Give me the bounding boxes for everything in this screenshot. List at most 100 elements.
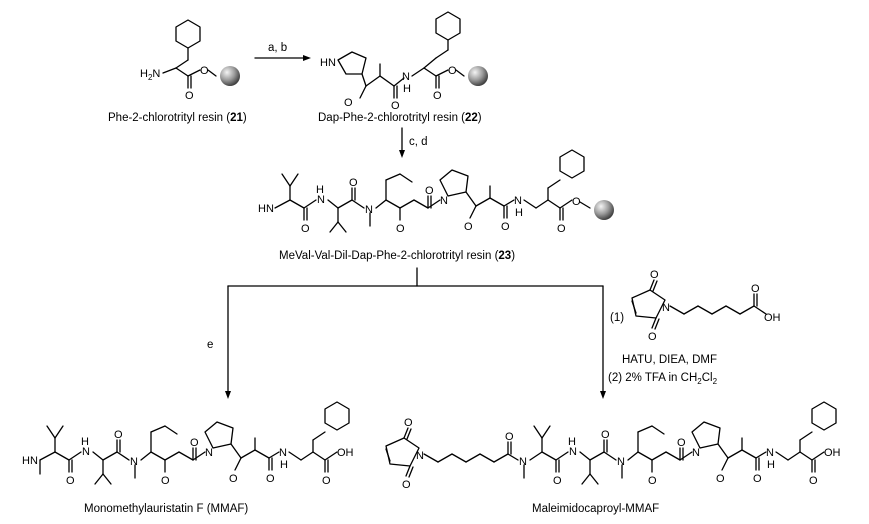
carbonyl-oxygen: O — [404, 417, 413, 429]
amide-oxygen: O — [301, 223, 310, 235]
methoxy-oxygen: O — [161, 475, 170, 487]
hn-label: HN — [320, 57, 336, 69]
amide-nitrogen: N — [402, 71, 410, 83]
amide-hydrogen: H — [81, 436, 89, 448]
amide-nitrogen: N — [317, 194, 325, 206]
resin-bead — [220, 66, 240, 86]
arrow-step-maleimide — [600, 285, 606, 399]
ester-oxygen: O — [448, 65, 457, 77]
arrow-step-ab — [254, 55, 311, 61]
amide-oxygen: O — [753, 473, 762, 485]
ester-oxygen: O — [200, 65, 209, 77]
compound-23-label: MeVal-Val-Dil-Dap-Phe-2-chlorotrityl res… — [279, 250, 515, 262]
methyl-nitrogen: N — [519, 456, 527, 468]
mc-mmaf-structure: O N O O N O N H O N O O N O O N H O OH — [385, 401, 841, 491]
pyrrolidine-ring — [337, 51, 367, 75]
carbonyl-oxygen: O — [402, 479, 411, 491]
ester-oxygen: O — [572, 196, 581, 208]
pyrrolidine-ring — [439, 169, 469, 197]
step-cd-label: c, d — [409, 136, 428, 148]
mmaf-structure: HN N H O O N O O N O O N H O OH — [22, 401, 354, 487]
acid-oxygen: O — [751, 283, 760, 295]
step-ab-label: a, b — [268, 42, 287, 54]
acid-hydroxyl: OH — [764, 312, 781, 324]
proline-nitrogen: N — [440, 195, 448, 207]
methoxy-oxygen: O — [344, 97, 353, 109]
acid-hydroxyl: OH — [337, 447, 354, 459]
carbonyl-oxygen: O — [650, 269, 659, 281]
amide-nitrogen: N — [766, 447, 774, 459]
amide-oxygen: O — [349, 177, 358, 189]
amide-oxygen: O — [677, 437, 686, 449]
methoxy-oxygen: O — [396, 223, 405, 235]
proline-nitrogen: N — [205, 447, 213, 459]
benzene-ring — [175, 19, 201, 49]
amide-nitrogen: N — [514, 195, 522, 207]
resin-bead — [468, 66, 488, 86]
amide-oxygen: O — [190, 437, 199, 449]
amide-oxygen: O — [505, 431, 514, 443]
hn-label: HN — [22, 455, 38, 467]
acid-hydroxyl: OH — [824, 447, 841, 459]
pyrrolidine-ring — [691, 421, 721, 449]
methyl-nitrogen: N — [365, 204, 373, 216]
maleimide-nitrogen: N — [416, 450, 424, 462]
reagent-step-1-conditions: HATU, DIEA, DMF — [622, 354, 717, 366]
benzene-ring — [435, 11, 461, 41]
amide-oxygen: O — [601, 429, 610, 441]
arrow-step-e — [225, 285, 231, 399]
amide-oxygen: O — [425, 185, 434, 197]
proline-nitrogen: N — [692, 447, 700, 459]
reagent-step-2-conditions: (2) 2% TFA in CH2Cl2 — [608, 372, 718, 386]
compound-22-structure: HN O O N H O O — [320, 11, 488, 112]
methyl-nitrogen: N — [130, 456, 138, 468]
compound-21-structure: H2N O O — [140, 19, 240, 102]
methoxy-oxygen: O — [716, 473, 725, 485]
compound-21-label: Phe-2-chlorotrityl resin (21) — [108, 112, 247, 124]
maleimide-nitrogen: N — [662, 302, 670, 314]
methoxy-oxygen: O — [464, 221, 473, 233]
maleimidocaproic-acid-structure: O N O O OH — [631, 269, 781, 343]
branch-connector — [227, 267, 604, 287]
benzene-ring — [811, 401, 837, 431]
mmaf-label: Monomethylauristatin F (MMAF) — [84, 503, 248, 515]
amide-hydrogen: H — [767, 459, 775, 471]
maleimide-ring — [385, 437, 420, 467]
amide-nitrogen: N — [279, 447, 287, 459]
amide-hydrogen: H — [568, 436, 576, 448]
amide-hydrogen: H — [280, 459, 288, 471]
pyrrolidine-ring — [204, 421, 234, 449]
carbonyl-oxygen: O — [648, 331, 657, 343]
amide-oxygen: O — [391, 100, 400, 112]
amide-oxygen: O — [266, 473, 275, 485]
methoxy-oxygen: O — [229, 473, 238, 485]
amine-label: H2N — [140, 68, 160, 82]
reagent-step-1-index: (1) — [610, 312, 624, 324]
benzene-ring — [324, 401, 350, 431]
amide-oxygen: O — [501, 221, 510, 233]
amide-nitrogen: N — [82, 446, 90, 458]
amide-hydrogen: H — [403, 83, 411, 95]
mc-mmaf-label: Maleimidocaproyl-MMAF — [532, 503, 659, 515]
step-e-label: e — [207, 339, 213, 351]
compound-23-structure: HN N H O O N O O N O O N H O O — [258, 149, 614, 235]
resin-bead — [594, 200, 614, 220]
amide-oxygen: O — [66, 475, 75, 487]
methoxy-oxygen: O — [648, 475, 657, 487]
amide-oxygen: O — [114, 429, 123, 441]
carbonyl-oxygen: O — [809, 475, 818, 487]
amide-nitrogen: N — [569, 446, 577, 458]
carbonyl-oxygen: O — [433, 90, 442, 102]
carbonyl-oxygen: O — [185, 90, 194, 102]
arrow-step-cd — [399, 127, 405, 158]
hn-label: HN — [258, 203, 274, 215]
benzene-ring — [559, 149, 585, 179]
maleimide-ring — [631, 289, 666, 319]
amide-hydrogen: H — [316, 184, 324, 196]
methyl-nitrogen: N — [617, 456, 625, 468]
amide-hydrogen: H — [515, 207, 523, 219]
compound-22-label: Dap-Phe-2-chlorotrityl resin (22) — [318, 112, 482, 124]
carbonyl-oxygen: O — [322, 475, 331, 487]
amide-oxygen: O — [553, 475, 562, 487]
